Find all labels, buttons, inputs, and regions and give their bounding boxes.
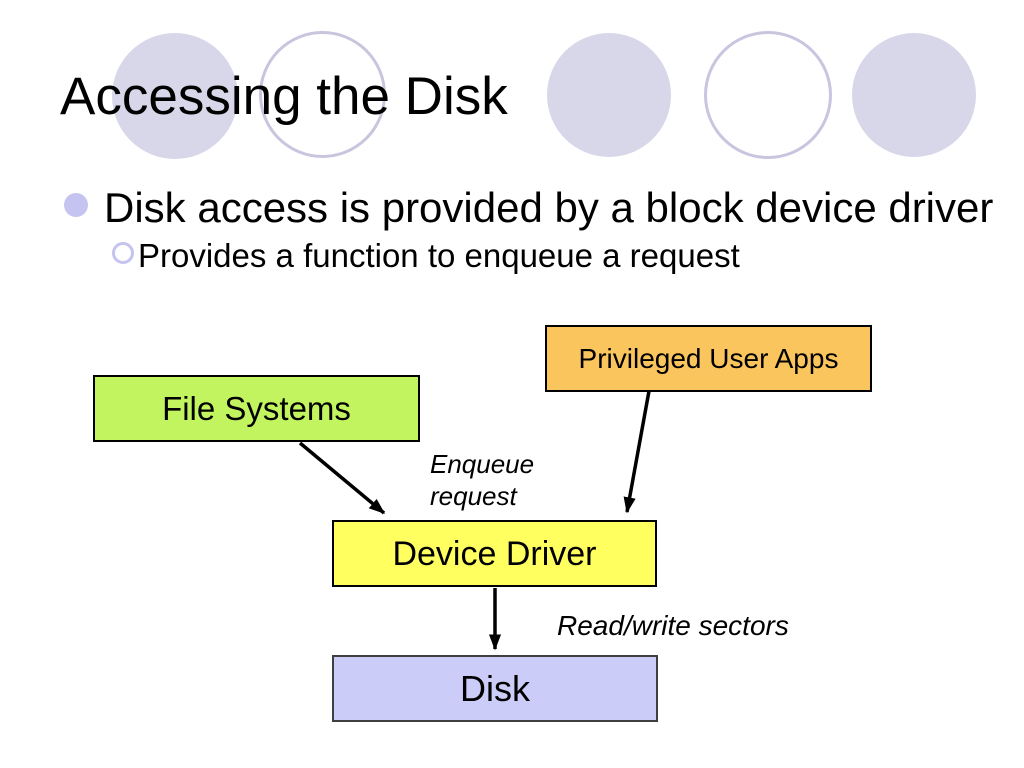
edge-label-enqueue-line1: Enqueue: [430, 449, 535, 479]
bullet-level2-text: Provides a function to enqueue a request: [138, 237, 740, 274]
arrow-privileged-user-apps-to-device-driver: [623, 390, 651, 514]
decor-circle-filled-3: [852, 33, 976, 157]
node-file-systems-label: File Systems: [162, 390, 351, 427]
bullet-icon: [64, 193, 88, 217]
bullet-level1-text: Disk access is provided by a block devic…: [104, 184, 994, 231]
edge-label-enqueue-request: Enqueue request: [430, 449, 534, 512]
node-disk: Disk: [332, 655, 658, 722]
node-privileged-user-apps-label: Privileged User Apps: [578, 342, 839, 374]
node-disk-label: Disk: [460, 667, 530, 709]
decor-circle-outline-2: [704, 31, 832, 159]
node-device-driver: Device Driver: [332, 520, 657, 587]
arrow-file-systems-to-device-driver: [298, 441, 386, 515]
node-file-systems: File Systems: [93, 375, 420, 442]
edge-label-enqueue-line2: request: [430, 480, 517, 511]
sub-bullet-icon: [112, 242, 134, 264]
decor-circle-filled-1: [112, 33, 238, 159]
slide-title: Accessing the Disk: [60, 67, 508, 126]
node-device-driver-label: Device Driver: [392, 534, 597, 573]
decor-circle-outline-1: [259, 31, 386, 158]
edge-label-read-write-sectors: Read/write sectors: [557, 610, 789, 641]
decor-circle-filled-2: [547, 33, 671, 157]
node-privileged-user-apps: Privileged User Apps: [545, 325, 872, 392]
